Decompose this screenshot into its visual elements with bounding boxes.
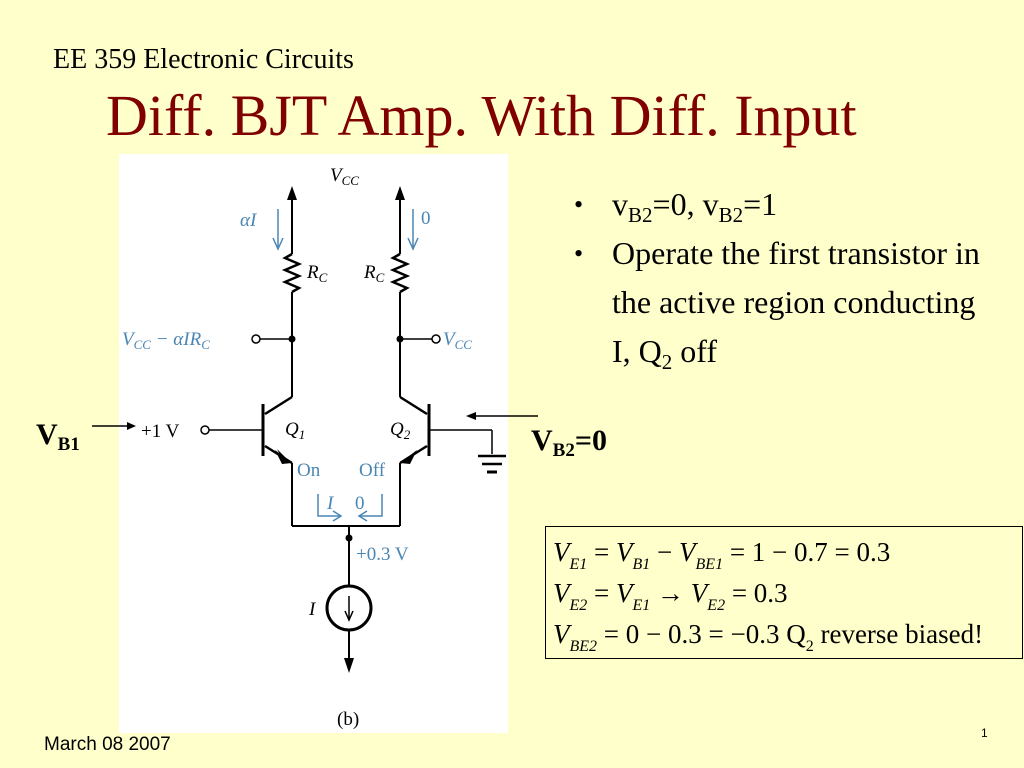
- bullet-list: •vB2=0, vB2=1 •Operate the first transis…: [572, 180, 992, 376]
- alpha-i-label: αI: [240, 210, 258, 231]
- equation-line-3: VBE2 = 0 − 0.3 = −0.3 Q2 reverse biased!: [553, 619, 984, 655]
- i-current-label: I: [326, 493, 335, 514]
- vb2-arrow-icon: [466, 412, 538, 420]
- course-name: EE 359 Electronic Circuits: [53, 44, 354, 75]
- zero-current-label: 0: [421, 208, 431, 229]
- emitter-voltage-label: +0.3 V: [356, 544, 409, 565]
- equation-line-2: VE2 = VE1 → VE2 = 0.3: [553, 578, 788, 614]
- left-output-node-label: VCC − αIRC: [122, 329, 210, 352]
- q1-label: Q1: [285, 419, 305, 442]
- footer-date: March 08 2007: [44, 734, 171, 755]
- bullet-item-2: •Operate the first transistor in the act…: [572, 229, 992, 376]
- off-label: Off: [359, 460, 386, 481]
- bullet-dot-icon: •: [574, 239, 584, 268]
- slide-title: Diff. BJT Amp. With Diff. Input: [106, 83, 857, 148]
- figure-caption: (b): [337, 709, 359, 730]
- rc-right-label: RC: [363, 262, 385, 285]
- equation-line-1: VE1 = VB1 − VBE1 = 1 − 0.7 = 0.3: [553, 537, 891, 573]
- q2-label: Q2: [390, 419, 411, 442]
- on-label: On: [297, 460, 321, 481]
- page-number: 1: [981, 726, 988, 740]
- vb1-arrow-icon: [92, 422, 136, 430]
- bullet-dot-icon: •: [574, 190, 584, 219]
- vb1-label: VB1: [36, 418, 80, 455]
- current-source-label: I: [308, 599, 317, 620]
- vcc-top-label: VCC: [330, 165, 359, 188]
- rc-left-label: RC: [306, 262, 328, 285]
- right-output-node-label: VCC: [443, 329, 472, 352]
- vb2-label: VB2=0: [531, 424, 607, 461]
- zero-emitter-current-label: 0: [355, 493, 365, 514]
- equation-box: VE1 = VB1 − VBE1 = 1 − 0.7 = 0.3 VE2 = V…: [545, 526, 1023, 659]
- circuit-figure: VCC αI 0 RC RC VCC − αIRC VCC +1 V Q1 Q2…: [119, 154, 508, 733]
- bullet-item-1: •vB2=0, vB2=1: [572, 180, 992, 229]
- base1-voltage-label: +1 V: [141, 421, 180, 442]
